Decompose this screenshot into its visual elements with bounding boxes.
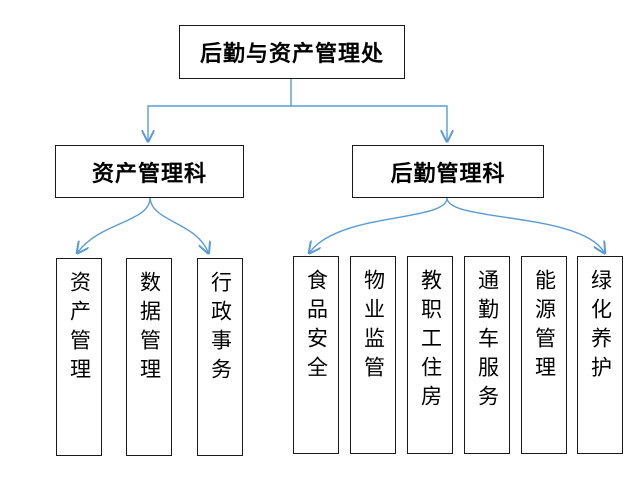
department-box-assets: 资产管理科 [55,145,244,198]
dept1-curve-right [149,197,208,252]
unit-label: 数据管理 [137,271,162,387]
unit-label: 能源管理 [532,269,557,385]
dept2-curve-right [446,197,604,252]
dept2-curve-left [310,197,448,252]
root-connector [148,78,292,140]
unit-box: 行政事务 [197,258,243,456]
unit-box: 资产管理 [56,258,102,456]
unit-box: 数据管理 [126,258,172,456]
department-box-logistics: 后勤管理科 [352,145,544,198]
unit-box: 通勤车服务 [464,256,510,454]
unit-label: 行政事务 [208,271,233,387]
unit-box: 物业监管 [350,256,396,454]
unit-label: 物业监管 [361,269,386,385]
unit-label: 食品安全 [304,269,329,385]
unit-box: 能源管理 [521,256,567,454]
root-box: 后勤与资产管理处 [179,25,405,79]
unit-label: 教职工住房 [418,269,443,414]
unit-box: 教职工住房 [407,256,453,454]
department-label-assets: 资产管理科 [91,161,207,187]
unit-box: 食品安全 [293,256,339,454]
dept1-curve-left [78,197,151,252]
unit-box: 绿化养护 [577,256,623,454]
unit-label: 资产管理 [67,271,92,387]
unit-label: 通勤车服务 [475,269,500,414]
root-label: 后勤与资产管理处 [199,42,384,67]
unit-label: 绿化养护 [588,269,613,385]
department-label-logistics: 后勤管理科 [390,161,506,187]
root-connector-right [291,105,447,140]
